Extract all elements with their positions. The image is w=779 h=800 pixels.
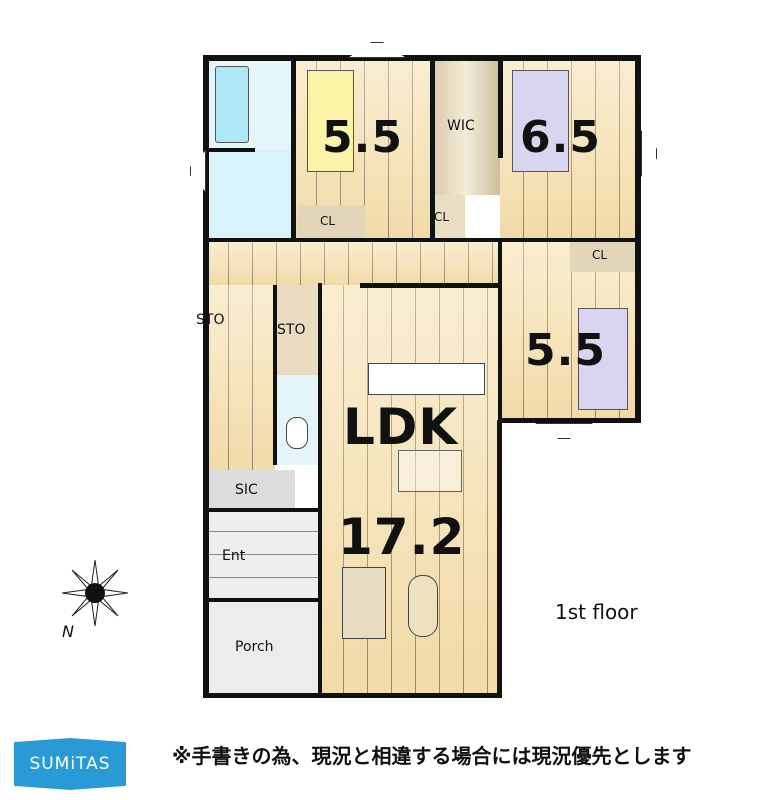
wall (203, 55, 640, 61)
bedroom-2 (500, 58, 638, 240)
ldk-size: 17.2 (338, 508, 466, 566)
sumitas-logo: SUMiTAS (14, 738, 126, 790)
window (535, 423, 593, 439)
wall (497, 420, 502, 695)
wall (498, 58, 503, 158)
bed (307, 70, 354, 172)
compass-icon (61, 559, 129, 627)
entrance-label: Ent (222, 548, 246, 564)
bedroom-3 (500, 240, 638, 420)
wall (291, 58, 296, 240)
stairs (205, 285, 275, 470)
storage-2 (275, 285, 320, 375)
wall (273, 285, 277, 465)
closet-2 (432, 195, 465, 240)
sofa (342, 567, 386, 639)
wall (203, 693, 502, 698)
shoe-closet-label: SIC (235, 482, 258, 498)
bed (512, 70, 569, 172)
closet-3-label: CL (592, 248, 608, 262)
hallway (205, 240, 500, 285)
window (348, 42, 406, 58)
ldk-label: LDK (343, 398, 459, 456)
wall (430, 58, 435, 240)
washroom (205, 150, 293, 240)
toilet-fixture (286, 417, 308, 449)
bathroom (205, 58, 293, 150)
wall (205, 508, 320, 512)
wall (635, 55, 641, 423)
storage-1-label: STO (196, 312, 225, 328)
wall (205, 148, 255, 152)
closet-2-label: CL (434, 210, 450, 224)
closet-1 (298, 205, 365, 240)
shoe-closet (205, 470, 295, 510)
closet-1-label: CL (320, 214, 336, 228)
porch (205, 600, 320, 695)
wall (203, 55, 209, 698)
walk-in-closet (432, 58, 500, 195)
compass-north-label: N (62, 622, 74, 641)
ldk (320, 285, 500, 695)
logo-text: SUMiTAS (29, 754, 111, 774)
kitchen-counter (368, 363, 485, 395)
entrance (205, 510, 320, 600)
porch-label: Porch (235, 639, 274, 655)
bedroom-2-size: 6.5 (520, 112, 601, 163)
wall (205, 238, 635, 242)
disclaimer: ※手書きの為、現況と相違する場合には現況優先とします (172, 744, 692, 768)
bathtub (215, 66, 249, 143)
window (641, 130, 657, 177)
coffee-table (408, 575, 438, 637)
window (190, 150, 206, 192)
wall (205, 598, 320, 602)
storage-2-label: STO (277, 322, 306, 338)
wic-label: WIC (447, 118, 475, 134)
bedroom-3-size: 5.5 (525, 325, 606, 376)
wall (498, 240, 502, 420)
bedroom-1-size: 5.5 (322, 112, 403, 163)
toilet (275, 375, 320, 465)
wall (500, 418, 641, 423)
wall (360, 283, 500, 288)
closet-3 (570, 240, 638, 272)
wall (318, 283, 322, 695)
floor-label: 1st floor (555, 600, 638, 624)
dining-table (398, 450, 462, 492)
bed (578, 308, 628, 410)
